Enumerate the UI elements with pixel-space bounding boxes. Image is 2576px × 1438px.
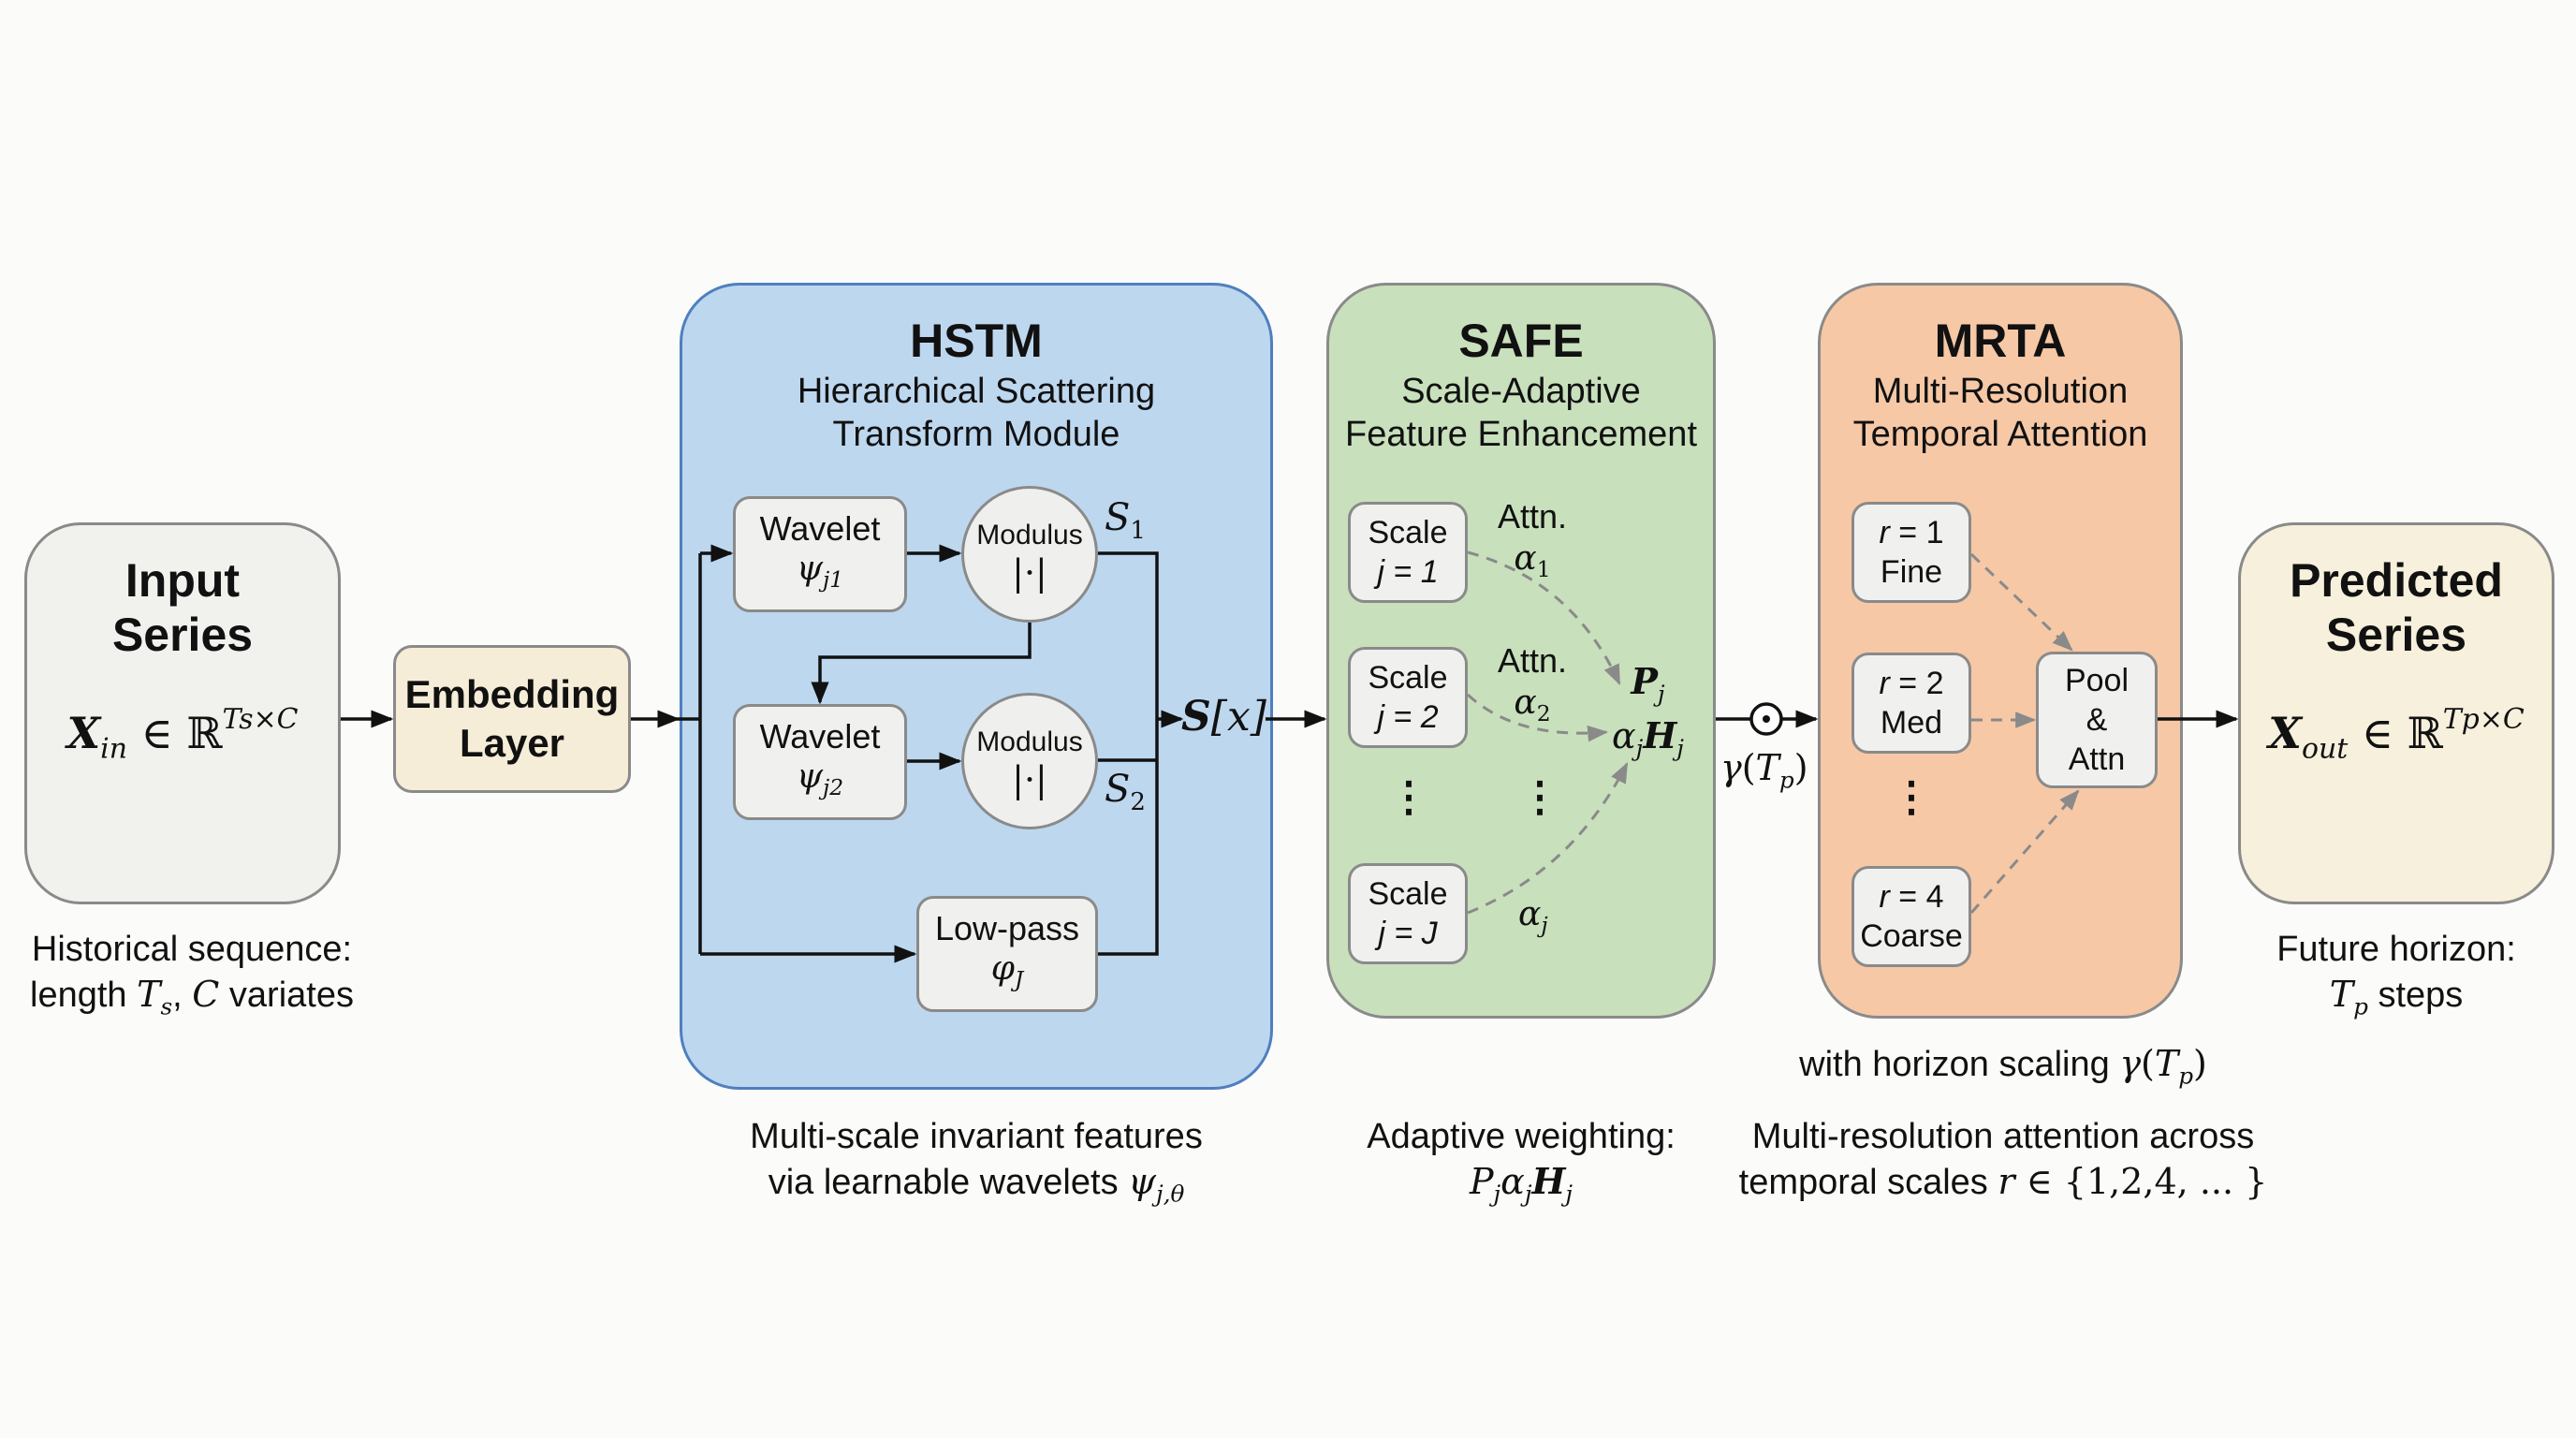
attn-label-2: Attn. α2 [1498,641,1568,727]
resolution-ellipsis: ⋮ [1891,774,1932,820]
input-series-title: Input Series [111,554,254,661]
hstm-subtitle: Hierarchical Scattering Transform Module [797,372,1156,454]
input-caption: Historical sequence: length Ts, C variat… [30,930,354,1020]
resolution-node-fine: r = 1 Fine [1852,502,1971,603]
attn-label-1: Attn. α1 [1498,497,1568,583]
safe-subtitle: Scale-Adaptive Feature Enhancement [1344,372,1697,454]
input-shape-equation: Xin ∈ ℝTs×C [66,703,299,766]
modulus-1-node: Modulus |·| [961,486,1098,623]
predicted-series-box: Predicted Series Xout ∈ ℝTp×C [2238,522,2554,904]
attn-ellipsis: ⋮ [1519,774,1560,820]
hstm-caption: Multi-scale invariant features via learn… [750,1117,1203,1208]
modulus-2-node: Modulus |·| [961,693,1098,829]
s2-label: S2 [1105,768,1146,817]
wavelet-1-node: Wavelet ψj1 [733,496,907,612]
resolution-node-med: r = 2 Med [1852,653,1971,754]
hstm-title: HSTM [910,315,1043,367]
mrta-caption: Multi-resolution attention across tempor… [1738,1117,2268,1202]
wavelet-2-node: Wavelet ψj2 [733,704,907,820]
predicted-series-title: Predicted Series [2290,554,2503,661]
pool-attn-node: Pool & Attn [2036,652,2158,788]
horizon-scaling-label: γ(Tp) [1720,747,1808,794]
scale-node-2: Scale j = 2 [1348,647,1468,748]
mrta-horizon-note: with horizon scaling γ(Tp) [1799,1043,2207,1090]
s1-label: S1 [1105,496,1146,546]
mrta-title: MRTA [1934,315,2067,367]
safe-title: SAFE [1458,315,1584,367]
lowpass-node: Low-pass φJ [916,896,1098,1012]
gate-hadamard-icon [1749,702,1783,736]
embedding-layer-box: Embedding Layer [393,645,631,793]
scale-ellipsis: ⋮ [1388,774,1429,820]
output-caption: Future horizon: Tp steps [2276,930,2516,1020]
input-series-box: Input Series Xin ∈ ℝTs×C [24,522,341,904]
mrta-subtitle: Multi-Resolution Temporal Attention [1852,372,2148,454]
output-shape-equation: Xout ∈ ℝTp×C [2268,703,2525,766]
scale-node-J: Scale j = J [1348,863,1468,964]
resolution-node-coarse: r = 4 Coarse [1852,866,1971,967]
attn-label-j: αj [1518,895,1548,939]
safe-combine-expression: Pj αjHj [1612,660,1684,762]
safe-caption: Adaptive weighting: PjαjHj [1367,1117,1676,1208]
scale-node-1: Scale j = 1 [1348,502,1468,603]
scattering-output-label: S[x] [1181,693,1266,741]
